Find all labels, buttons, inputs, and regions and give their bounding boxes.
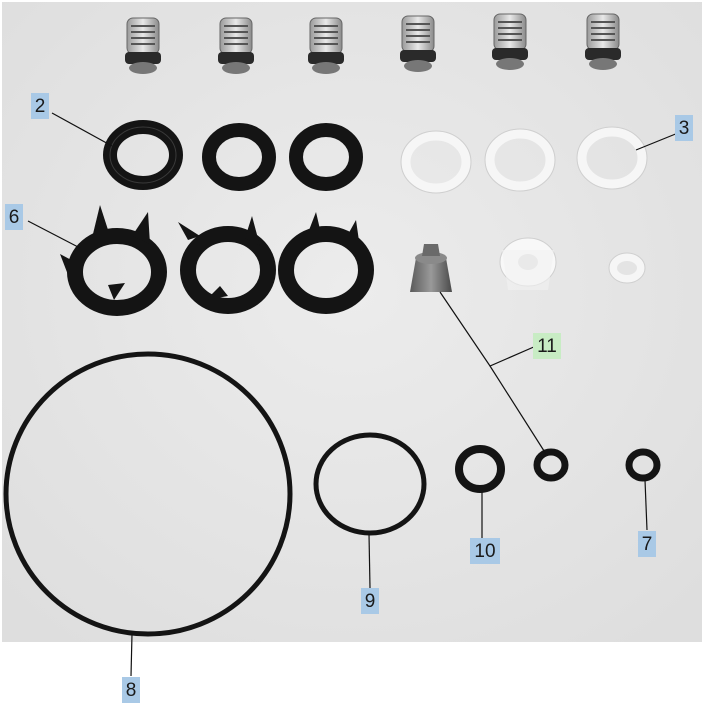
valve-icon (400, 15, 436, 72)
valve-icon (492, 13, 528, 70)
small-washer-icon (608, 252, 646, 284)
o-ring-icon (625, 448, 661, 482)
callout-2: 2 (31, 93, 49, 119)
retainer-clip-icon (278, 212, 374, 314)
o-ring-icon (533, 448, 569, 482)
callout-8: 8 (122, 677, 140, 703)
valve-icon (308, 17, 344, 74)
seal-ring-icon (202, 123, 276, 191)
retainer-clip-icon (178, 216, 276, 314)
retainer-row (60, 205, 646, 316)
ptfe-ring-icon (485, 129, 555, 191)
o-ring-icon (3, 351, 293, 637)
callout-10: 10 (470, 538, 500, 564)
callout-6: 6 (5, 204, 23, 230)
photo-backdrop (2, 2, 702, 642)
seal-row (103, 120, 648, 194)
ptfe-ring-icon (401, 131, 471, 193)
white-sleeve-icon (499, 237, 557, 290)
valve-icon (585, 13, 621, 70)
ptfe-ring-icon (577, 127, 647, 189)
callout-11: 11 (533, 333, 561, 359)
valve-icon (218, 17, 254, 74)
leader-lines (27, 112, 679, 677)
retainer-clip-icon (60, 205, 167, 316)
o-ring-icon (455, 445, 505, 493)
grey-cap-icon (410, 244, 452, 292)
callout-7: 7 (638, 531, 656, 557)
callout-3: 3 (675, 115, 693, 141)
valve-icon (125, 17, 161, 74)
seal-ring-icon (289, 123, 363, 191)
o-ring-row (3, 351, 661, 637)
callout-9: 9 (361, 588, 379, 614)
o-ring-icon (313, 432, 427, 536)
valve-row (125, 13, 621, 74)
